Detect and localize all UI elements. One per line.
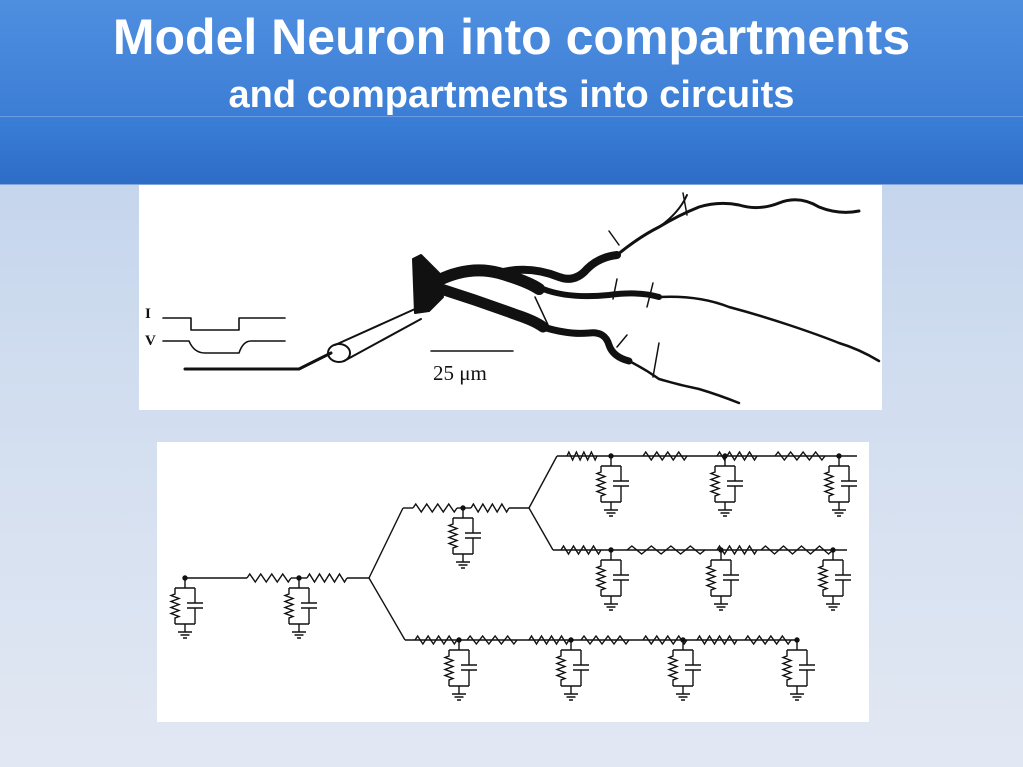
compartment-circuit	[169, 450, 857, 701]
membrane-capacitor	[799, 650, 815, 686]
axial-resistor	[414, 634, 458, 646]
membrane-resistor	[781, 650, 793, 686]
membrane-resistor	[283, 588, 295, 624]
membrane-resistor	[595, 560, 607, 596]
axial-resistor	[642, 450, 688, 462]
ground-symbol	[456, 554, 470, 569]
current-trace	[162, 317, 286, 331]
electrode-lead	[183, 351, 333, 371]
ground-symbol	[604, 502, 618, 517]
axial-resistor	[566, 450, 598, 462]
voltage-label: V	[145, 333, 156, 349]
scale-bar-label: 25 μm	[433, 361, 487, 385]
axial-resistor	[580, 634, 630, 646]
membrane-capacitor	[835, 560, 851, 596]
axial-resistor	[246, 572, 292, 584]
membrane-resistor	[443, 650, 455, 686]
membrane-capacitor	[723, 560, 739, 596]
dendrite-middle	[657, 295, 881, 363]
neuron-drawing-panel: I V 25 μm	[139, 185, 882, 410]
membrane-resistor	[667, 650, 679, 686]
axial-resistor	[466, 634, 518, 646]
ground-symbol	[604, 596, 618, 611]
header-band	[0, 116, 1023, 184]
dendrite-lower	[627, 359, 741, 405]
ground-symbol	[714, 596, 728, 611]
membrane-resistor	[169, 588, 181, 624]
membrane-capacitor	[685, 650, 701, 686]
slide-subtitle: and compartments into circuits	[228, 74, 795, 116]
voltage-trace	[162, 340, 286, 354]
membrane-capacitor	[573, 650, 589, 686]
axial-resistor	[528, 634, 570, 646]
membrane-resistor	[595, 466, 607, 502]
membrane-capacitor	[301, 588, 317, 624]
ground-symbol	[178, 624, 192, 639]
membrane-capacitor	[461, 650, 477, 686]
ground-symbol	[790, 686, 804, 701]
membrane-resistor	[555, 650, 567, 686]
membrane-resistor	[447, 518, 459, 554]
ground-symbol	[676, 686, 690, 701]
axial-resistor	[774, 450, 826, 462]
membrane-resistor	[817, 560, 829, 596]
axial-resistor	[412, 502, 458, 514]
ground-symbol	[826, 596, 840, 611]
axial-resistor	[626, 545, 706, 555]
ground-symbol	[564, 686, 578, 701]
axial-resistor	[716, 450, 758, 462]
branch-wire	[528, 507, 554, 551]
axial-resistor	[470, 502, 510, 514]
current-label: I	[145, 306, 151, 322]
membrane-capacitor	[727, 466, 743, 502]
branch-wire	[368, 577, 406, 641]
axial-resistor	[696, 634, 738, 646]
membrane-capacitor	[187, 588, 203, 624]
axial-resistor	[306, 572, 348, 584]
soma	[412, 254, 444, 314]
ground-symbol	[452, 686, 466, 701]
membrane-capacitor	[841, 466, 857, 502]
membrane-resistor	[823, 466, 835, 502]
axial-resistor	[760, 545, 834, 555]
title-header: Model Neuron into compartments and compa…	[0, 0, 1023, 185]
axial-resistor	[744, 634, 792, 646]
membrane-capacitor	[613, 466, 629, 502]
membrane-capacitor	[613, 560, 629, 596]
membrane-capacitor	[465, 518, 481, 554]
membrane-resistor	[709, 466, 721, 502]
branch-wire	[528, 455, 558, 509]
neuron-drawing: I V 25 μm	[145, 192, 881, 405]
ground-symbol	[292, 624, 306, 639]
branch-wire	[368, 507, 404, 579]
compartment-mark	[534, 192, 688, 378]
slide-title: Model Neuron into compartments	[112, 9, 911, 65]
ground-symbol	[832, 502, 846, 517]
axial-resistor	[560, 544, 602, 556]
dendrite-upper	[615, 198, 861, 257]
membrane-resistor	[705, 560, 717, 596]
ground-symbol	[718, 502, 732, 517]
circuit-diagram-panel	[157, 442, 869, 722]
